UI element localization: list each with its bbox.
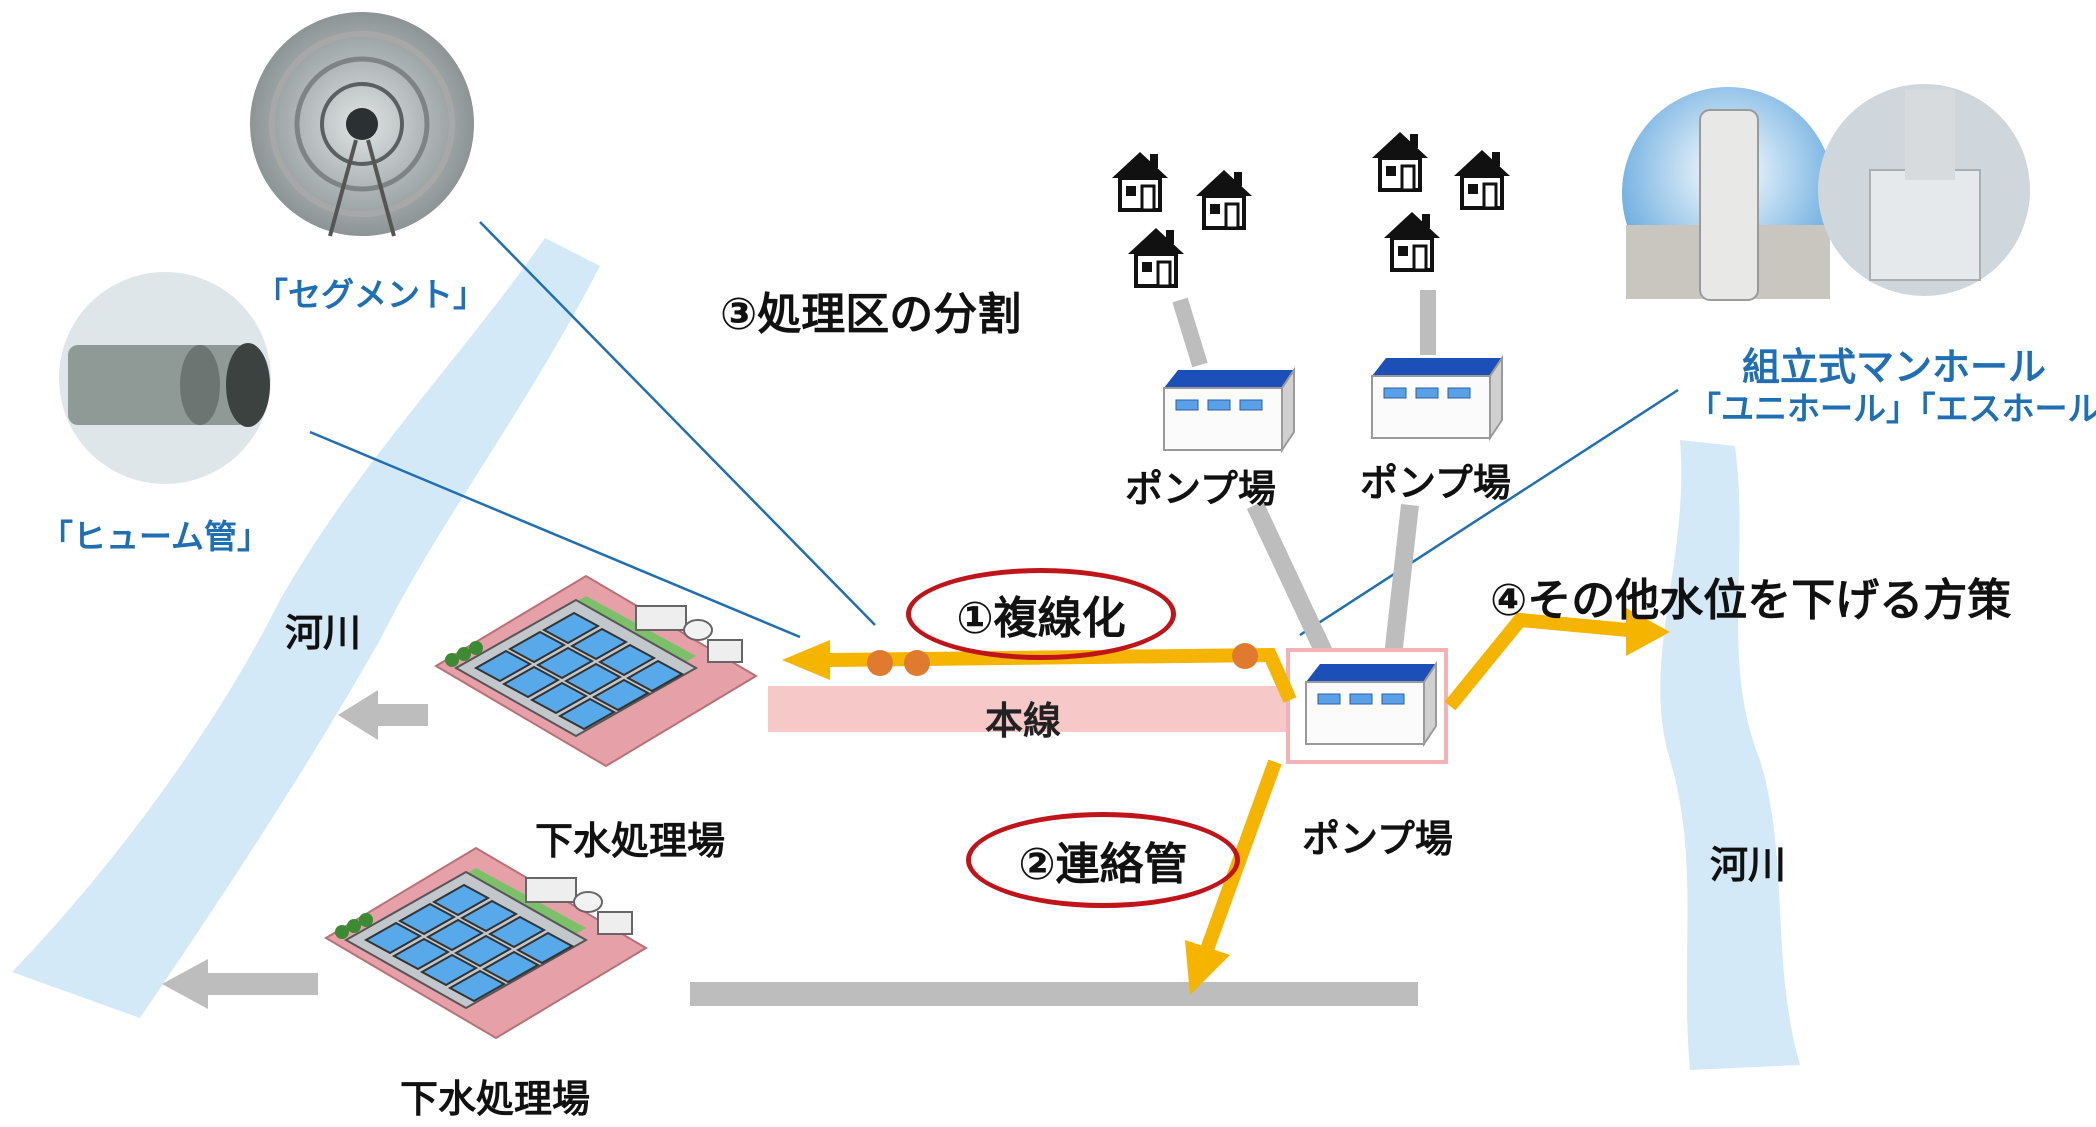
connection-oval: ②連絡管 bbox=[966, 812, 1240, 908]
house-icon bbox=[1370, 130, 1430, 192]
segment-label: 「セグメント」 bbox=[255, 275, 486, 314]
segment-leader bbox=[479, 221, 876, 626]
plant-bottom-label: 下水処理場 bbox=[400, 1077, 591, 1121]
pipe-pump-right-main bbox=[1383, 503, 1419, 667]
pump-station-icon bbox=[1163, 369, 1295, 451]
house-icon bbox=[1452, 148, 1512, 210]
dot-1 bbox=[867, 650, 893, 676]
pump-right-label: ポンプ場 bbox=[1360, 461, 1511, 505]
division-label: ③処理区の分割 bbox=[720, 289, 1022, 340]
connection-arrow bbox=[1185, 759, 1282, 995]
double-line-arrow bbox=[782, 640, 1297, 703]
river-right bbox=[1660, 440, 1800, 1070]
river-right-label: 河川 bbox=[1710, 843, 1787, 887]
other-measures-arrow bbox=[1444, 608, 1670, 711]
house-icon bbox=[1126, 226, 1186, 288]
hume-pipe-photo bbox=[59, 272, 271, 484]
other-measures-label: ④その他水位を下げる方策 bbox=[1490, 575, 2012, 626]
dot-2 bbox=[904, 650, 930, 676]
pump-station-icon bbox=[1305, 663, 1437, 745]
pipe-house-left bbox=[1172, 297, 1208, 368]
river-left-label: 河川 bbox=[285, 611, 362, 655]
house-icon bbox=[1194, 168, 1254, 230]
outflow-arrow-top bbox=[338, 690, 428, 740]
treatment-plant-icon bbox=[435, 575, 757, 767]
tunnel-segment-photo bbox=[250, 12, 474, 237]
house-icon bbox=[1110, 150, 1170, 212]
manhole-names: 「ユニホール」「エスホール」 bbox=[1688, 389, 2096, 428]
lower-pipe bbox=[690, 982, 1418, 1006]
pipe-pump-left-main bbox=[1246, 501, 1339, 669]
treatment-plant-icon bbox=[325, 847, 647, 1039]
plant-top-label: 下水処理場 bbox=[535, 819, 726, 863]
outflow-arrow-bottom bbox=[162, 959, 318, 1009]
main-line-label: 本線 bbox=[985, 699, 1062, 743]
double-line-label: ①複線化 bbox=[956, 593, 1126, 644]
manhole-leader bbox=[1299, 388, 1679, 637]
house-icon bbox=[1382, 210, 1442, 272]
river-left bbox=[12, 238, 600, 1018]
main-line bbox=[768, 686, 1288, 732]
manhole-photo bbox=[1622, 84, 2030, 301]
pump-left-label: ポンプ場 bbox=[1125, 467, 1276, 511]
hume-label: 「ヒューム管」 bbox=[40, 517, 271, 556]
dot-3 bbox=[1232, 643, 1258, 669]
double-line-oval: ①複線化 bbox=[906, 568, 1176, 660]
connection-label: ②連絡管 bbox=[1018, 839, 1188, 890]
pump-main-label: ポンプ場 bbox=[1302, 817, 1453, 861]
pump-station-icon bbox=[1371, 357, 1503, 439]
hume-leader bbox=[309, 430, 801, 639]
manhole-title: 組立式マンホール bbox=[1742, 345, 2047, 389]
